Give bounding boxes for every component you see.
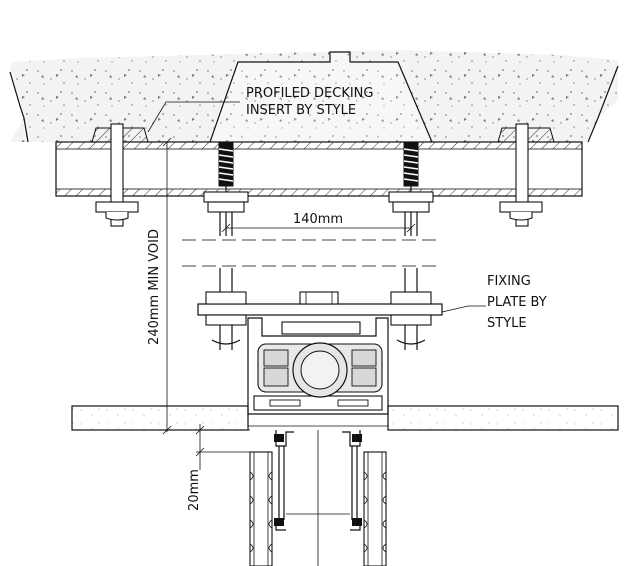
decking-insert-profile [209,51,433,143]
fixing-label-line2: PLATE BY [487,295,547,310]
decking-label-line1: PROFILED DECKING [246,86,373,101]
right-anchor-bolt [497,123,555,227]
break-lines [182,239,440,267]
decking-label-leader [147,101,240,133]
fixing-label-line3: STYLE [487,316,527,331]
right-spring-hanger [388,141,434,236]
decking-label-line2: INSERT BY STYLE [246,103,356,118]
void-dimension-label: 240mm MIN VOID [147,229,162,345]
fixing-label-line1: FIXING [487,274,531,289]
fixing-plate [197,291,443,345]
track-housing [247,317,389,427]
ceiling-board-right [387,405,619,431]
door-panel-right [363,451,387,566]
fixing-label-leader [441,305,486,313]
left-spring-hanger [203,141,249,236]
door-guide-profile [274,430,362,566]
soffit-board [55,141,583,197]
door-panel-left [249,451,273,566]
gap-dimension [195,424,250,470]
span-dimension [221,223,416,233]
void-dimension [162,137,172,435]
ceiling-board-left [71,405,249,431]
gap-dimension-label: 20mm [187,469,202,511]
roller-carriage [257,342,383,398]
span-dimension-label: 140mm [293,212,343,227]
left-anchor-bolt [91,123,149,227]
